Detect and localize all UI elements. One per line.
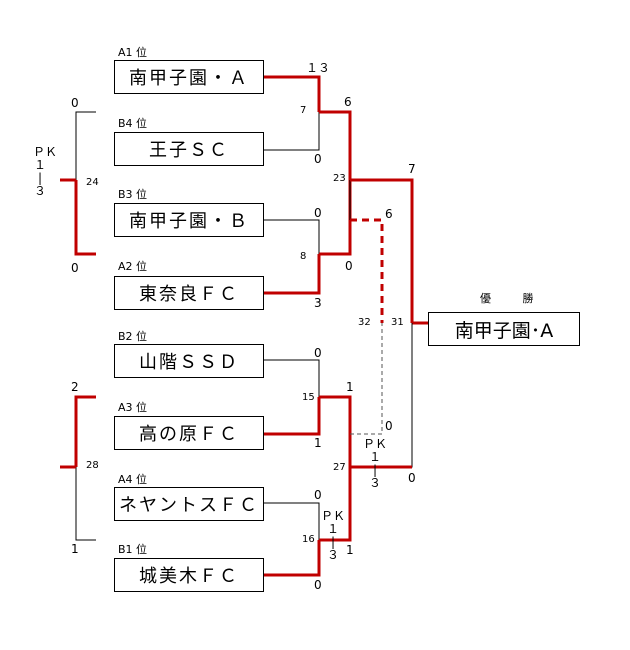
line-m16-win [319,467,352,542]
score-a4: 0 [314,488,322,502]
pk-label-mid27: ＰＫ １ | ３ [362,437,387,490]
score-a2: 3 [314,296,322,310]
line-b1 [264,540,321,577]
line-m15-win [319,395,352,467]
score-m15-win: 1 [346,380,354,394]
team-box-a1: 南甲子園・Ａ [114,60,264,94]
seed-b4: B4 位 [118,117,148,130]
score-m32-bot: 0 [385,419,393,433]
team-box-b4: 王子ＳＣ [114,132,264,166]
pk-label-mid16: ＰＫ １ | ３ [320,509,345,562]
line-m32-top [350,218,384,323]
line-b3 [264,219,320,254]
score-m28-bot: 1 [71,542,79,556]
seed-a2: A2 位 [118,260,148,273]
score-m27-loss: 0 [408,471,416,485]
champion-box: 南甲子園･A [428,312,580,346]
score-m23-win: 7 [408,162,416,176]
match-number-32: 32 [358,317,371,328]
line-m28-bot [75,467,96,541]
seed-b3: B3 位 [118,188,148,201]
team-box-b3: 南甲子園・Ｂ [114,203,264,237]
team-box-b2: 山階ＳＳＤ [114,344,264,378]
score-m28-top: 2 [71,380,79,394]
line-m23-win [350,178,414,323]
seed-a3: A3 位 [118,401,148,414]
score-m7-win: 6 [344,95,352,109]
match-number-15: 15 [302,392,315,403]
team-box-a2: 東奈良ＦＣ [114,276,264,310]
seed-a4: A4 位 [118,473,148,486]
match-number-28: 28 [86,460,99,471]
pk-label-left: ＰＫ １ | ３ [33,145,58,198]
line-m8 [319,180,352,256]
match-number-24: 24 [86,177,99,188]
score-m24-bot: 0 [71,261,79,275]
match-number-27: 27 [333,462,346,473]
seed-a1: A1 位 [118,46,148,59]
team-box-a3: 高の原ＦＣ [114,416,264,450]
match-number-7: 7 [300,105,307,116]
line-a4 [264,502,320,540]
score-m8-loss: 0 [345,259,353,273]
match-number-31: 31 [391,317,404,328]
score-m32-top: 6 [385,207,393,221]
score-m24-top: 0 [71,96,79,110]
line-a1 [264,75,321,112]
line-m24-top [75,111,96,180]
team-box-b1: 城美木ＦＣ [114,558,264,592]
match-number-16: 16 [302,534,315,545]
match-number-23: 23 [333,173,346,184]
match-number-8: 8 [300,251,307,262]
line-b4 [264,112,320,151]
line-m7-win [319,110,352,180]
score-a1: １３ [306,61,331,75]
score-b1: 0 [314,578,322,592]
score-b4: 0 [314,152,322,166]
score-b2: 0 [314,346,322,360]
line-b2 [264,359,320,397]
score-m16-win: 1 [346,543,354,557]
seed-b1: B1 位 [118,543,148,556]
line-m32-bot [350,323,383,435]
line-m24-bot [74,180,96,256]
line-a3 [264,397,321,436]
seed-b2: B2 位 [118,330,148,343]
line-a2 [264,254,321,295]
line-m28-top [74,395,96,467]
champion-title: 優 勝 [480,292,548,305]
score-b3: 0 [314,206,322,220]
team-box-a4: ネヤントスＦＣ [114,487,264,521]
score-a3: 1 [314,436,322,450]
